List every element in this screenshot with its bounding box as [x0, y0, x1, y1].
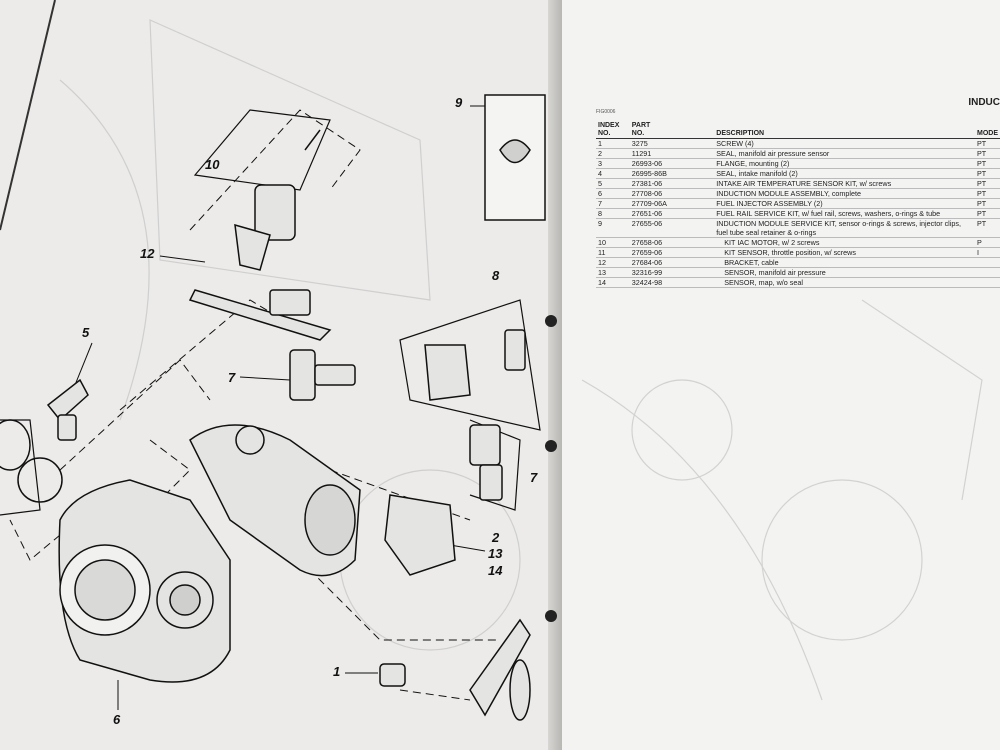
binder-hole: [545, 610, 557, 622]
cell-index: 7: [596, 198, 630, 209]
cell-model: PT: [975, 208, 1000, 219]
callout-12: 12: [140, 246, 155, 261]
col-description: DESCRIPTION: [714, 122, 975, 139]
callout-2: 2: [492, 530, 500, 545]
cell-index: 8: [596, 208, 630, 219]
right-page-parts-list: [562, 0, 1000, 750]
cell-part-no: 27709-06A: [629, 198, 715, 209]
cell-part-no: 27381-06: [629, 178, 715, 189]
figure-code: FIG0006: [596, 109, 616, 115]
cell-description: FLANGE, mounting (2): [714, 158, 975, 169]
callout-14: 14: [488, 563, 503, 578]
cell-description: SEAL, manifold air pressure sensor: [714, 148, 975, 159]
cell-model: [975, 267, 1000, 278]
cell-part-no: 27655-06: [629, 218, 715, 238]
cell-model: PT: [975, 168, 1000, 179]
cell-part-no: 26993-06: [629, 158, 715, 169]
cell-part-no: 32316-99: [629, 267, 715, 278]
cell-description: SENSOR, manifold air pressure: [714, 267, 975, 278]
callout-8: 8: [492, 268, 500, 283]
cell-model: [975, 277, 1000, 288]
cell-description: INDUCTION MODULE SERVICE KIT, sensor o-r…: [714, 218, 975, 238]
cell-description: INDUCTION MODULE ASSEMBLY, complete: [714, 188, 975, 199]
cell-description: BRACKET, cable: [714, 257, 975, 268]
callout-7-left: 7: [228, 370, 236, 385]
callout-5: 5: [82, 325, 90, 340]
cell-index: 10: [596, 237, 630, 248]
cell-part-no: 27708-06: [629, 188, 715, 199]
cell-model: PT: [975, 218, 1000, 238]
cell-part-no: 27684-06: [629, 257, 715, 268]
cell-part-no: 32424-98: [629, 277, 715, 288]
cell-model: PT: [975, 138, 1000, 149]
cell-description: SEAL, intake manifold (2): [714, 168, 975, 179]
cell-index: 12: [596, 257, 630, 268]
cell-index: 11: [596, 247, 630, 258]
cell-part-no: 27658-06: [629, 237, 715, 248]
binder-hole: [545, 315, 557, 327]
cell-model: PT: [975, 198, 1000, 209]
cell-index: 14: [596, 277, 630, 288]
cell-description: SENSOR, map, w/o seal: [714, 277, 975, 288]
faint-background-drawing: [581, 299, 983, 701]
cell-part-no: 26995-86B: [629, 168, 715, 179]
cell-description: KIT SENSOR, throttle position, w/ screws: [714, 247, 975, 258]
cell-model: P: [975, 237, 1000, 248]
left-page-diagram: 9 10 12 8 5 7 7 2 13 14 1 6: [0, 0, 560, 750]
binder-hole: [545, 440, 557, 452]
cell-model: I: [975, 247, 1000, 258]
cell-model: PT: [975, 188, 1000, 199]
cell-part-no: 11291: [629, 148, 715, 159]
cell-description: INTAKE AIR TEMPERATURE SENSOR KIT, w/ sc…: [714, 178, 975, 189]
cell-part-no: 27659-06: [629, 247, 715, 258]
cell-index: 6: [596, 188, 630, 199]
cell-model: PT: [975, 158, 1000, 169]
cell-index: 9: [596, 218, 630, 238]
cell-model: PT: [975, 148, 1000, 159]
callout-13: 13: [488, 546, 503, 561]
cell-index: 1: [596, 138, 630, 149]
callout-9: 9: [455, 95, 463, 110]
col-model: MODE: [975, 122, 1000, 139]
cell-description: FUEL INJECTOR ASSEMBLY (2): [714, 198, 975, 209]
callout-1: 1: [333, 664, 341, 679]
cell-description: FUEL RAIL SERVICE KIT, w/ fuel rail, scr…: [714, 208, 975, 219]
cell-index: 3: [596, 158, 630, 169]
callout-7-right: 7: [530, 470, 538, 485]
cell-part-no: 27651-06: [629, 208, 715, 219]
cell-description: KIT IAC MOTOR, w/ 2 screws: [714, 237, 975, 248]
exploded-view-drawing: [0, 0, 546, 721]
page-section-header: INDUC: [968, 97, 1000, 108]
cell-description: SCREW (4): [714, 138, 975, 149]
cell-index: 2: [596, 148, 630, 159]
cell-index: 4: [596, 168, 630, 179]
cell-part-no: 3275: [629, 138, 715, 149]
callout-6: 6: [113, 712, 121, 727]
cell-model: [975, 257, 1000, 268]
callout-10: 10: [205, 157, 220, 172]
cell-index: 13: [596, 267, 630, 278]
cell-index: 5: [596, 178, 630, 189]
cell-model: PT: [975, 178, 1000, 189]
